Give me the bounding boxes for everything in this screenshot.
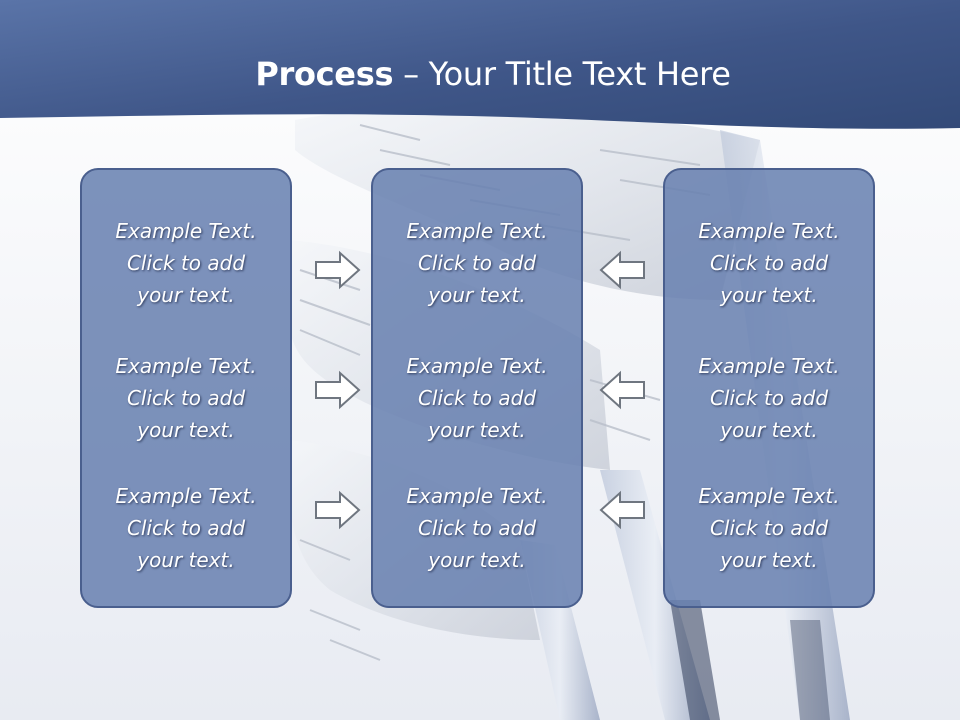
text-line: Click to add — [417, 386, 537, 410]
text-line: your text. — [137, 548, 235, 572]
text-line: your text. — [720, 548, 818, 572]
arrow-left-icon[interactable] — [598, 370, 646, 410]
panel-text-block[interactable]: Example Text. Click to add your text. — [373, 215, 581, 311]
process-panel-center[interactable]: Example Text. Click to add your text. Ex… — [371, 168, 583, 608]
text-line: Example Text. — [698, 484, 840, 508]
arrow-left-icon[interactable] — [598, 490, 646, 530]
text-line: Click to add — [417, 251, 537, 275]
text-line: Example Text. — [698, 219, 840, 243]
text-line: your text. — [720, 283, 818, 307]
process-panel-left[interactable]: Example Text. Click to add your text. Ex… — [80, 168, 292, 608]
text-line: Example Text. — [406, 354, 548, 378]
title-bold-text: Process — [255, 55, 394, 93]
text-line: Example Text. — [115, 484, 257, 508]
text-line: your text. — [137, 283, 235, 307]
text-line: your text. — [137, 418, 235, 442]
arrow-right-icon[interactable] — [314, 490, 362, 530]
panel-text-block[interactable]: Example Text. Click to add your text. — [665, 350, 873, 446]
text-line: Click to add — [709, 386, 829, 410]
panel-text-block[interactable]: Example Text. Click to add your text. — [82, 350, 290, 446]
text-line: your text. — [428, 283, 526, 307]
arrow-left-icon[interactable] — [598, 250, 646, 290]
process-panel-right[interactable]: Example Text. Click to add your text. Ex… — [663, 168, 875, 608]
panel-text-block[interactable]: Example Text. Click to add your text. — [373, 350, 581, 446]
text-line: your text. — [428, 548, 526, 572]
page-title[interactable]: Process – Your Title Text Here — [0, 52, 960, 96]
panel-text-block[interactable]: Example Text. Click to add your text. — [373, 480, 581, 576]
header-band — [0, 0, 960, 129]
text-line: Example Text. — [406, 484, 548, 508]
text-line: Click to add — [126, 251, 246, 275]
text-line: your text. — [428, 418, 526, 442]
panel-text-block[interactable]: Example Text. Click to add your text. — [82, 215, 290, 311]
title-rest-text: – Your Title Text Here — [393, 55, 731, 93]
text-line: Example Text. — [698, 354, 840, 378]
text-line: Click to add — [126, 386, 246, 410]
panel-text-block[interactable]: Example Text. Click to add your text. — [665, 215, 873, 311]
text-line: Example Text. — [115, 219, 257, 243]
text-line: Example Text. — [406, 219, 548, 243]
text-line: Click to add — [417, 516, 537, 540]
text-line: Click to add — [709, 251, 829, 275]
text-line: Click to add — [126, 516, 246, 540]
text-line: your text. — [720, 418, 818, 442]
arrow-right-icon[interactable] — [314, 370, 362, 410]
panel-text-block[interactable]: Example Text. Click to add your text. — [665, 480, 873, 576]
arrow-right-icon[interactable] — [314, 250, 362, 290]
panel-text-block[interactable]: Example Text. Click to add your text. — [82, 480, 290, 576]
text-line: Click to add — [709, 516, 829, 540]
text-line: Example Text. — [115, 354, 257, 378]
